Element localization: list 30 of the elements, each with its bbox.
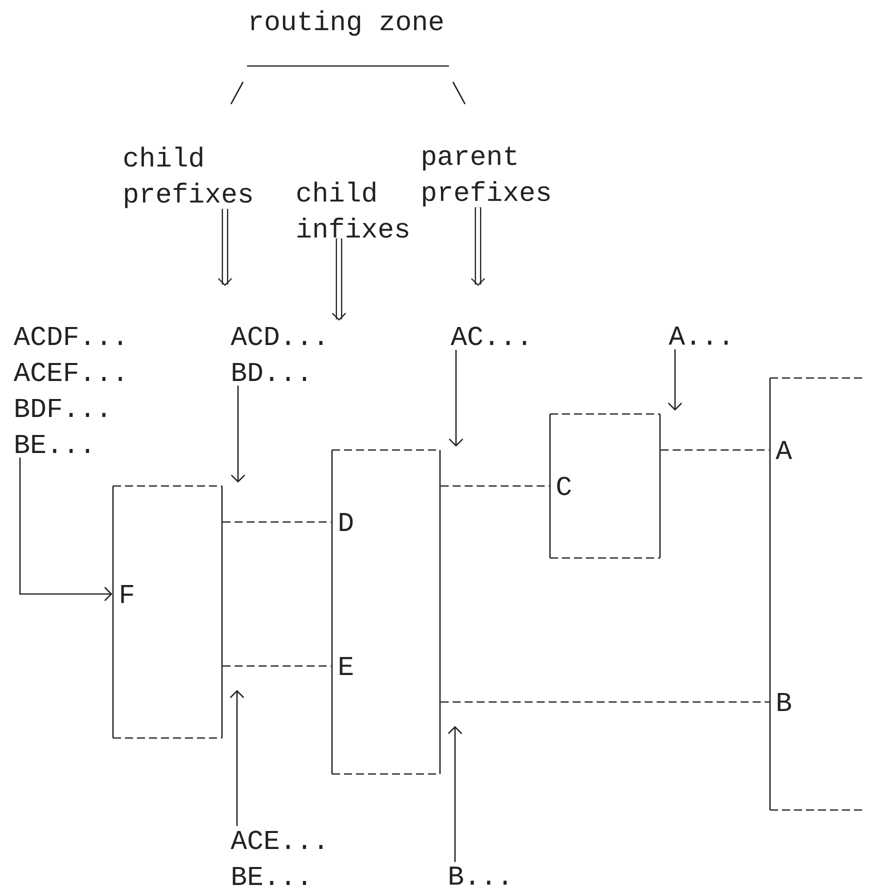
arrow [230,690,244,826]
text-label: ACE... BE... [230,830,322,885]
loop-letter: C [557,476,571,496]
dashed-link [222,665,332,667]
dashed-link [660,449,770,451]
text-label: ACD... BD... [230,326,322,381]
double-arrow [332,238,346,321]
text-label: A... [668,326,728,345]
text-label: B... [450,866,507,885]
loop-letter: E [340,657,353,675]
arrow [19,458,112,602]
loop-letter: A [776,441,792,459]
loop-letter: B [778,693,792,711]
dashed-link [440,485,550,487]
arrow [668,349,682,411]
arrow [448,350,464,447]
arrow [448,726,462,862]
text-label: child infixes [297,182,408,238]
loop-letter: D [340,513,353,531]
text-label: ACDF... ACEF... BDF... BE... [14,326,122,453]
title: routing zone [250,10,443,36]
double-arrow [218,208,232,286]
loop-letter: F [121,585,134,603]
text-label: child prefixes [124,146,252,208]
arrow [230,386,246,483]
double-arrow [470,207,486,286]
text-label: parent prefixes [423,146,550,207]
dashed-link [222,521,332,523]
text-label: AC... [450,326,526,346]
dashed-link [440,701,770,703]
